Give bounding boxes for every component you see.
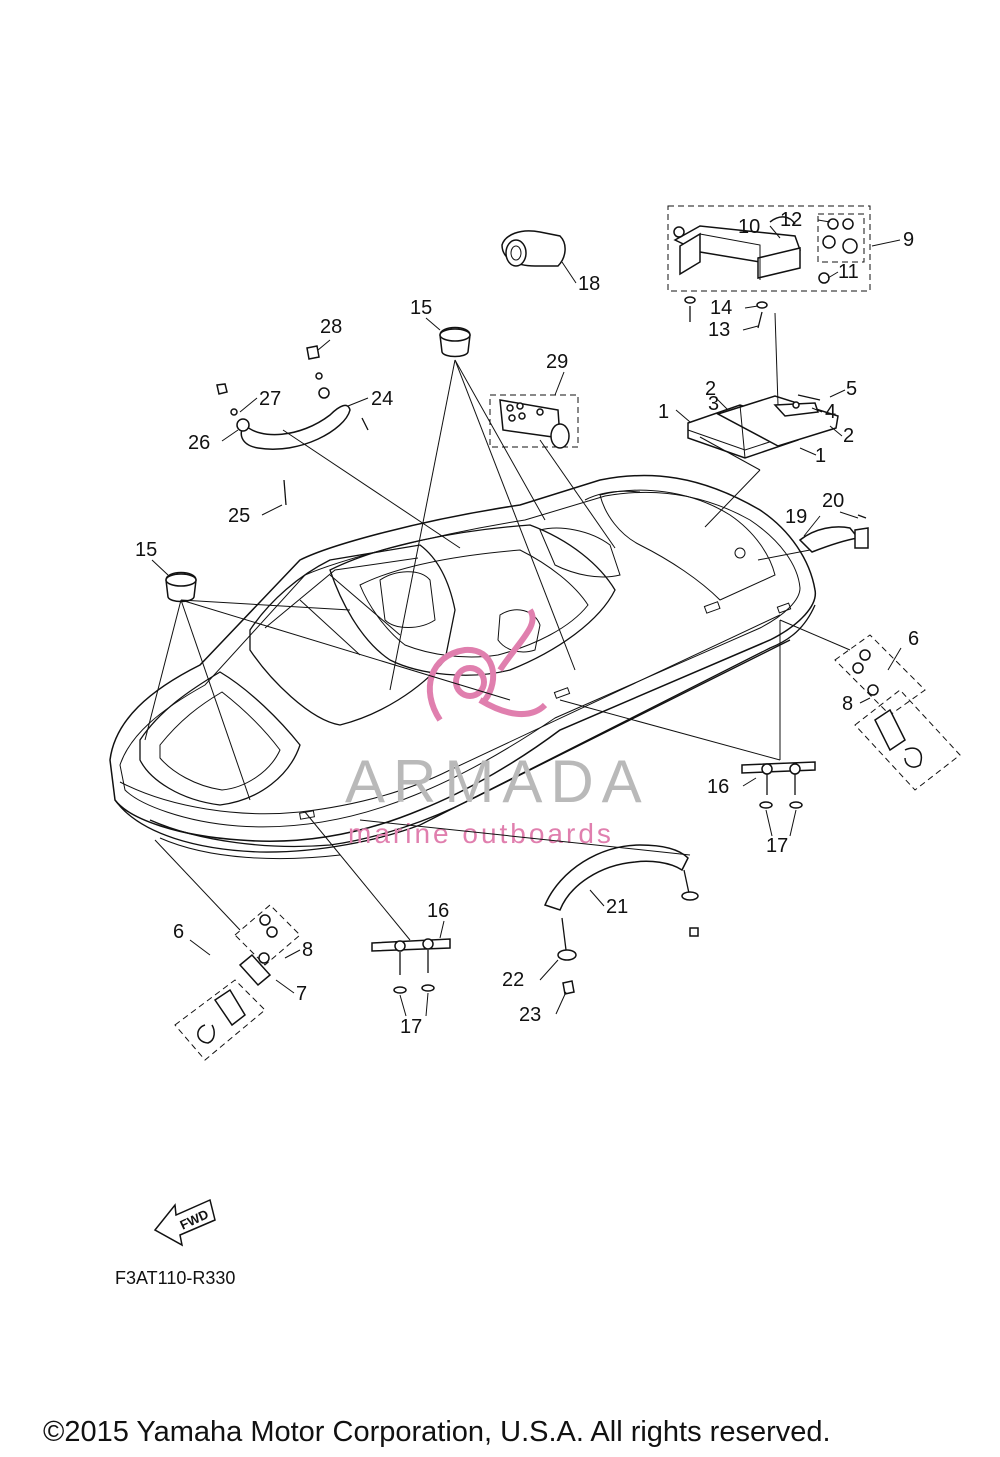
part-18-mirror xyxy=(501,230,566,267)
part-21-handrail xyxy=(543,844,699,995)
label-part-6: 6 xyxy=(173,921,184,943)
label-part-19: 19 xyxy=(785,506,807,528)
part-labels: 1 1 2 2 3 4 5 6 6 7 8 8 9 10 11 12 13 14… xyxy=(135,209,919,1038)
label-part-17: 17 xyxy=(400,1016,422,1038)
diagram-code: F3AT110-R330 xyxy=(115,1268,235,1288)
label-part-15: 15 xyxy=(135,539,157,561)
label-part-21: 21 xyxy=(606,896,628,918)
part-15-cupholder-top xyxy=(439,326,471,358)
label-part-8: 8 xyxy=(842,693,853,715)
label-part-22: 22 xyxy=(502,969,524,991)
label-part-27: 27 xyxy=(259,388,281,410)
label-part-2: 2 xyxy=(843,425,854,447)
label-part-28: 28 xyxy=(320,316,342,338)
part-13-14-bolts xyxy=(684,296,768,329)
label-part-11: 11 xyxy=(838,261,859,283)
label-part-9: 9 xyxy=(903,229,914,251)
leader-lines xyxy=(144,312,851,941)
label-part-16: 16 xyxy=(707,776,729,798)
label-part-15: 15 xyxy=(410,297,432,319)
part-9-assembly xyxy=(667,205,871,292)
watermark-brand: ARMADA xyxy=(345,748,650,815)
label-part-23: 23 xyxy=(519,1004,541,1026)
label-part-17: 17 xyxy=(766,835,788,857)
label-part-12: 12 xyxy=(780,209,802,231)
label-part-1: 1 xyxy=(658,401,669,423)
part-19-20-strap xyxy=(798,514,869,553)
watermark: ARMADA marine outboards xyxy=(345,608,650,849)
label-part-14: 14 xyxy=(710,297,732,319)
label-part-3: 3 xyxy=(708,393,719,415)
label-part-10: 10 xyxy=(738,216,760,238)
label-part-8: 8 xyxy=(302,939,313,961)
fwd-arrow-icon: FWD xyxy=(153,1198,216,1247)
label-part-16: 16 xyxy=(427,900,449,922)
label-part-4: 4 xyxy=(825,401,836,423)
label-part-18: 18 xyxy=(578,273,600,295)
boat-hull xyxy=(109,474,816,860)
label-part-7: 7 xyxy=(296,983,307,1005)
label-part-24: 24 xyxy=(371,388,393,410)
label-part-26: 26 xyxy=(188,432,210,454)
label-part-2: 2 xyxy=(705,378,716,400)
label-part-5: 5 xyxy=(846,378,857,400)
part-15-cupholder-left xyxy=(165,571,197,603)
part-1-3-rails xyxy=(687,394,839,459)
part-16-cleat-left xyxy=(371,938,451,994)
part-6-eye-right xyxy=(834,634,961,791)
label-part-1: 1 xyxy=(815,445,826,467)
part-29-panel xyxy=(489,394,579,449)
part-16-cleat-right xyxy=(741,761,816,809)
label-part-25: 25 xyxy=(228,505,250,527)
label-part-29: 29 xyxy=(546,351,568,373)
label-part-6: 6 xyxy=(908,628,919,650)
label-part-13: 13 xyxy=(708,319,730,341)
label-part-20: 20 xyxy=(822,490,844,512)
watermark-logo-emblem xyxy=(426,608,548,722)
part-24-grab-handle xyxy=(216,345,369,506)
copyright-notice: ©2015 Yamaha Motor Corporation, U.S.A. A… xyxy=(43,1416,831,1448)
part-6-eye-left xyxy=(174,904,301,1061)
label-ticks xyxy=(151,219,902,1017)
